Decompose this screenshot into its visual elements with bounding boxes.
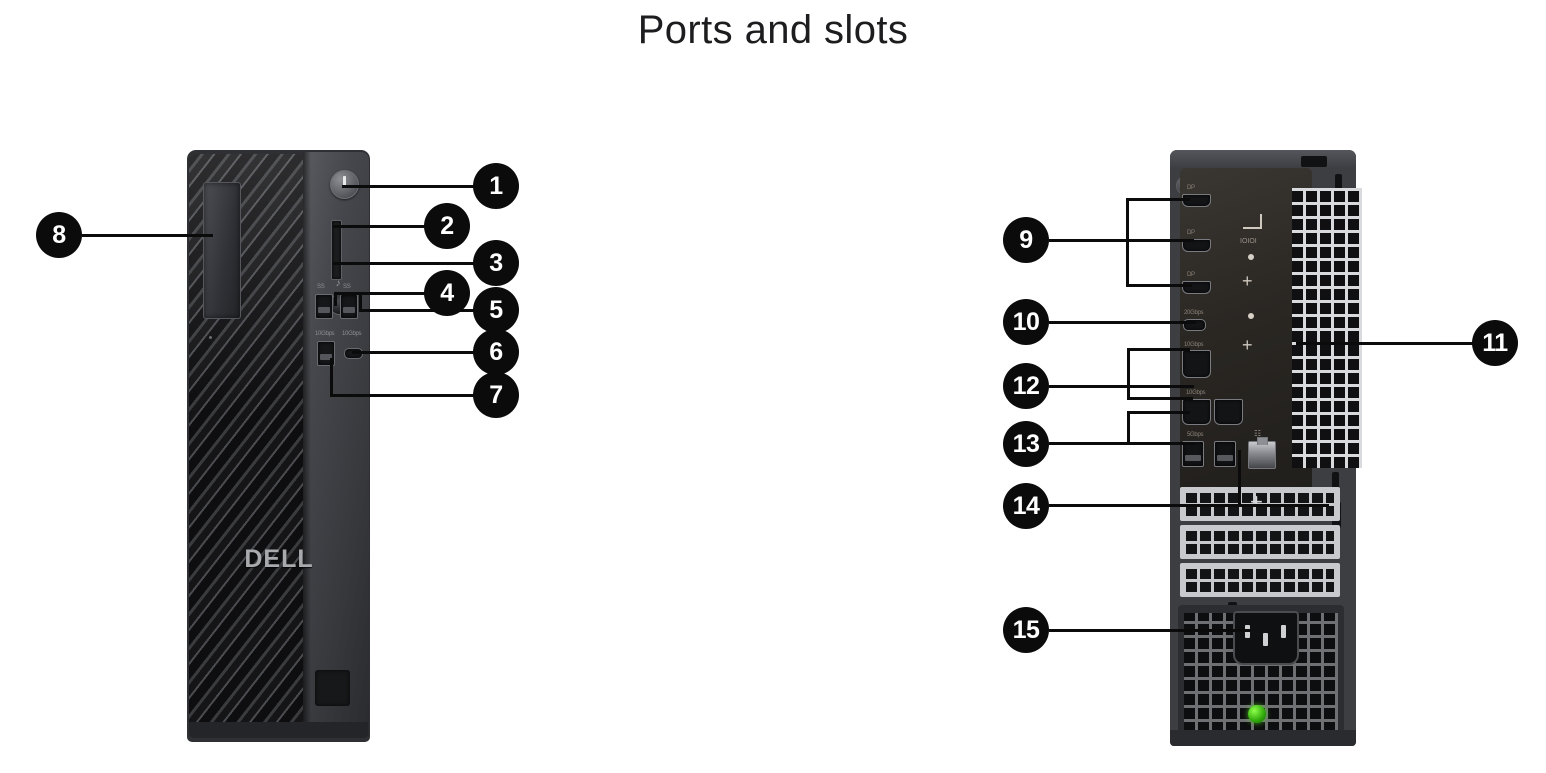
- leader-line-2: [333, 225, 428, 228]
- usb-bottom-label: 5Gbps: [1187, 432, 1204, 438]
- callout-7[interactable]: 7: [473, 372, 519, 418]
- ac-pin-center: [1263, 633, 1268, 646]
- expansion-slot-perforation-2: [1186, 530, 1334, 554]
- front-io-shadow: [303, 152, 311, 738]
- rear-vent-grid: [1292, 188, 1362, 468]
- expansion-slot-perforation-3: [1186, 568, 1334, 592]
- network-port: [1248, 437, 1276, 469]
- callout-8[interactable]: 8: [36, 212, 82, 258]
- callout-12[interactable]: 12: [1003, 363, 1049, 409]
- shield-cross-upper: +: [1242, 271, 1253, 291]
- callout-1[interactable]: 1: [473, 163, 519, 209]
- leader-line-14: [1049, 504, 1329, 507]
- usb-c-rear-label: 20Gbps: [1184, 310, 1204, 316]
- leader-line-4-stem: [334, 292, 337, 306]
- usb-a-port-rear-right: [1214, 441, 1236, 467]
- network-port-icon: ☷: [1254, 429, 1262, 438]
- leader-line-5: [359, 309, 477, 312]
- dp-label-3: DP: [1187, 272, 1195, 278]
- leader-line-5-stem: [359, 295, 362, 310]
- usb-a-port-upper-left: [315, 294, 333, 319]
- dell-logo: DELL: [244, 545, 314, 573]
- callout-14[interactable]: 14: [1003, 483, 1049, 529]
- usb-a-port-upper-right: [340, 294, 358, 319]
- rear-view: IOIOI + + DP DP DP 20Gbps 10Gbps 10Gbps …: [1170, 150, 1362, 746]
- callout-5[interactable]: 5: [473, 287, 519, 333]
- leader-line-14-stem: [1238, 450, 1241, 505]
- usb-label-row1-left: SS: [317, 284, 325, 290]
- usb-label-row2-left: 10Gbps: [315, 331, 335, 337]
- expansion-slot-cover-2: [1180, 525, 1340, 559]
- bracket-9-arm-bottom: [1126, 284, 1192, 287]
- displayport-3: [1182, 281, 1211, 294]
- shield-dot-lower: [1248, 313, 1254, 319]
- expansion-slot-cross-1: +: [1250, 489, 1263, 514]
- displayport-4: [1182, 350, 1211, 378]
- headset-icon: ♪: [335, 278, 341, 289]
- usb-label-row2-right: 10Gbps: [342, 331, 362, 337]
- leader-line-13: [1049, 442, 1195, 445]
- callout-3[interactable]: 3: [473, 240, 519, 286]
- leader-line-7-stem: [330, 358, 333, 395]
- bracket-13-arm-top: [1127, 411, 1190, 414]
- leader-line-11: [1296, 342, 1476, 345]
- bracket-9-arm-top: [1126, 198, 1190, 201]
- bracket-13-spine: [1127, 411, 1130, 444]
- displayport-6: [1214, 399, 1243, 425]
- front-view: ♪ SS SS 10Gbps 10Gbps DELL: [187, 150, 370, 742]
- front-bay-dot: [209, 336, 212, 339]
- bracket-12-spine: [1127, 348, 1130, 400]
- shield-cross-lower: +: [1242, 335, 1253, 355]
- expansion-slot-cover-3: [1180, 563, 1340, 597]
- leader-line-7: [330, 394, 477, 397]
- sd-card-slot: [331, 220, 342, 280]
- front-service-flap: [315, 670, 350, 706]
- callout-9[interactable]: 9: [1003, 217, 1049, 263]
- callout-15[interactable]: 15: [1003, 607, 1049, 653]
- bracket-9-spine: [1126, 198, 1129, 287]
- front-grille-bay: [203, 182, 241, 319]
- leader-line-1: [342, 185, 477, 188]
- leader-line-4: [334, 292, 428, 295]
- ac-pin-right: [1281, 625, 1286, 638]
- shield-dot-upper: [1248, 254, 1254, 260]
- displayport-2: [1182, 239, 1211, 252]
- psu-diagnostic-led: [1248, 705, 1266, 723]
- io-serial-mark: IOIOI: [1240, 238, 1257, 245]
- padlock-slot-mid: [1332, 472, 1339, 494]
- leader-line-9: [1049, 239, 1194, 242]
- usb-a-port-rear-left: [1182, 441, 1204, 467]
- front-base-foot: [189, 722, 368, 738]
- callout-6[interactable]: 6: [473, 329, 519, 375]
- dp-label-1: DP: [1187, 185, 1195, 191]
- usb-pair-label: 10Gbps: [1186, 390, 1206, 396]
- callout-2[interactable]: 2: [424, 203, 470, 249]
- bracket-12-arm-bottom: [1127, 397, 1193, 400]
- usb-label-row1-right: SS: [343, 284, 351, 290]
- rear-base-foot: [1170, 730, 1356, 746]
- page-title: Ports and slots: [637, 8, 909, 52]
- leader-line-3: [333, 262, 477, 265]
- leader-line-12: [1049, 385, 1194, 388]
- power-cable-connector: [1233, 611, 1299, 665]
- callout-11[interactable]: 11: [1472, 320, 1518, 366]
- kensington-slot-top: [1301, 156, 1327, 167]
- callout-10[interactable]: 10: [1003, 299, 1049, 345]
- orientation-corner-mark: [1243, 214, 1262, 229]
- leader-line-15: [1049, 629, 1250, 632]
- leader-line-10: [1049, 321, 1196, 324]
- dp-label-4: 10Gbps: [1184, 342, 1204, 348]
- dp-label-2: DP: [1187, 230, 1195, 236]
- callout-13[interactable]: 13: [1003, 421, 1049, 467]
- leader-line-8: [82, 234, 213, 237]
- power-supply-unit: [1178, 605, 1344, 739]
- leader-line-6: [352, 351, 477, 354]
- callout-4[interactable]: 4: [424, 270, 470, 316]
- power-button[interactable]: [330, 170, 359, 199]
- bracket-12-arm-top: [1127, 348, 1190, 351]
- rear-top-band: [1170, 150, 1356, 168]
- power-icon: [343, 176, 346, 188]
